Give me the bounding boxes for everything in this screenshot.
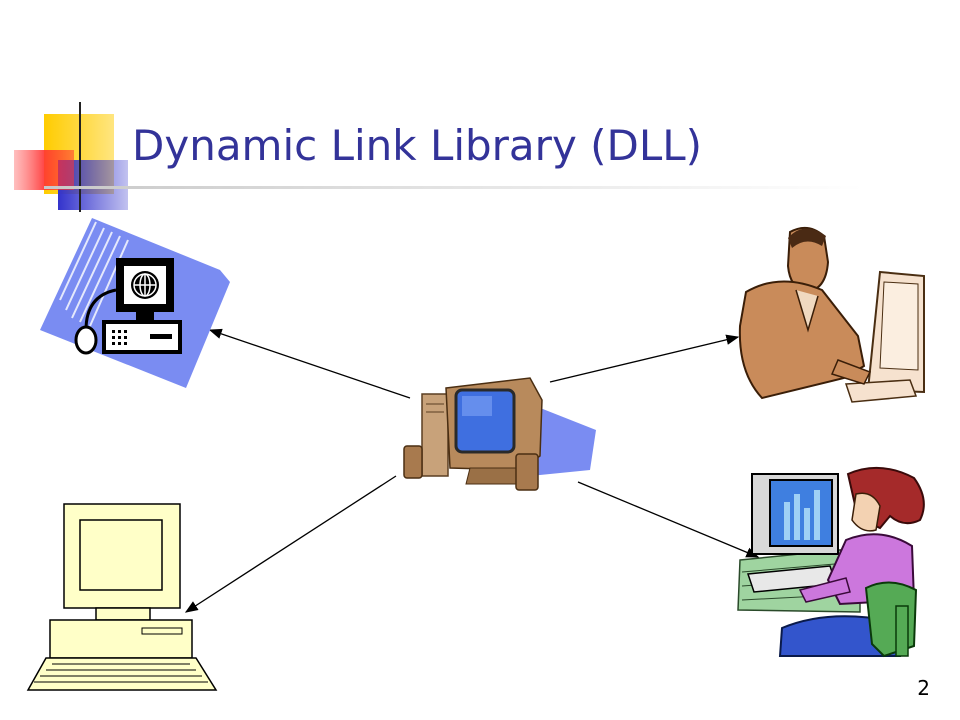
networked-workstation-icon (40, 218, 230, 388)
slide-title: Dynamic Link Library (DLL) (132, 121, 703, 170)
retro-computer-terminal-icon (26, 503, 218, 691)
arrow-to-top-right (549, 334, 740, 383)
title-decoration-squares (14, 102, 128, 212)
title-underline-rule (44, 186, 864, 189)
woman-at-computer-icon (737, 466, 925, 658)
man-at-computer-icon (738, 226, 925, 403)
arrow-to-top-left (208, 328, 411, 399)
desktop-computer-with-speakers-icon (403, 377, 596, 491)
arrow-to-bottom-left (184, 475, 397, 613)
red-square (14, 150, 74, 190)
connection-arrows (184, 328, 760, 613)
page-number: 2 (917, 676, 930, 700)
arrow-to-bottom-right (577, 481, 760, 558)
